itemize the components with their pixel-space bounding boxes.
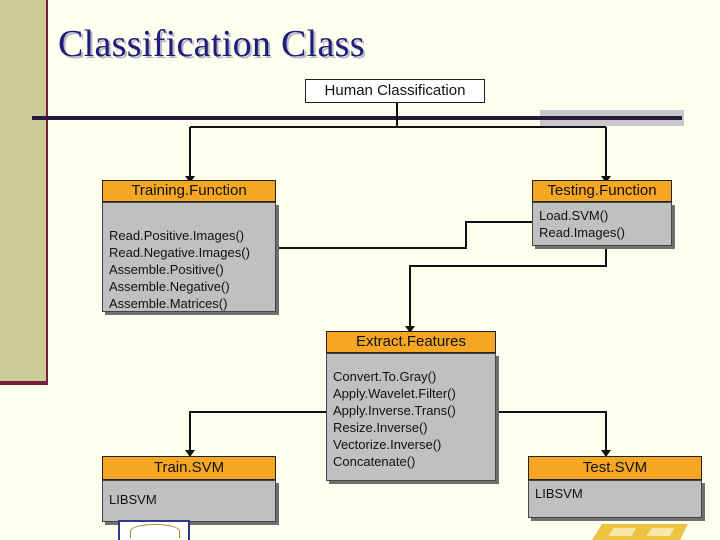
testing-function-node: Testing.Function Load.SVM() Read.Images(… — [532, 180, 672, 246]
method-line: LIBSVM — [109, 492, 157, 507]
node-body: Convert.To.Gray() Apply.Wavelet.Filter()… — [326, 353, 496, 481]
method-line: Assemble.Matrices() — [109, 296, 228, 311]
method-line: Assemble.Negative() — [109, 279, 230, 294]
link-extract-train — [189, 411, 326, 456]
department-logo — [592, 524, 688, 540]
seal-icon — [130, 524, 180, 538]
arrow-extract — [405, 326, 415, 333]
method-line: Apply.Wavelet.Filter() — [333, 386, 456, 401]
node-header: Training.Function — [102, 180, 276, 202]
node-body: LIBSVM — [528, 480, 702, 518]
title-rule — [32, 116, 682, 120]
node-header: Extract.Features — [326, 331, 496, 353]
node-body: Load.SVM() Read.Images() — [532, 202, 672, 246]
side-band — [0, 0, 46, 384]
method-line: Read.Negative.Images() — [109, 245, 250, 260]
arrow-train-svm — [185, 450, 195, 457]
method-line: Read.Images() — [539, 225, 625, 240]
extract-features-node: Extract.Features Convert.To.Gray() Apply… — [326, 331, 496, 481]
side-tick — [0, 381, 48, 385]
test-svm-node: Test.SVM LIBSVM — [528, 456, 702, 518]
root-node: Human Classification — [305, 79, 485, 103]
method-line: Assemble.Positive() — [109, 262, 224, 277]
train-svm-node: Train.SVM LIBSVM — [102, 456, 276, 522]
method-line: Read.Positive.Images() — [109, 228, 245, 243]
method-line: Resize.Inverse() — [333, 420, 428, 435]
slide-title: Classification Class — [58, 23, 365, 65]
node-body: LIBSVM — [102, 480, 276, 522]
node-body: Read.Positive.Images() Read.Negative.Ima… — [102, 202, 276, 312]
node-header: Testing.Function — [532, 180, 672, 202]
side-rule — [46, 0, 48, 384]
node-header: Test.SVM — [528, 456, 702, 480]
arrow-testing — [601, 176, 611, 183]
method-line: Concatenate() — [333, 454, 416, 469]
method-line: LIBSVM — [535, 486, 583, 501]
link-training-testing — [276, 221, 532, 249]
link-extract-test — [496, 411, 607, 456]
training-function-node: Training.Function Read.Positive.Images()… — [102, 180, 276, 312]
method-line: Load.SVM() — [539, 208, 609, 223]
university-seal-logo — [118, 520, 190, 540]
method-line: Apply.Inverse.Trans() — [333, 403, 456, 418]
method-line: Convert.To.Gray() — [333, 369, 437, 384]
link-testing-extract — [409, 246, 607, 332]
method-line: Vectorize.Inverse() — [333, 437, 442, 452]
arrow-training — [185, 176, 195, 183]
arrow-test-svm — [601, 450, 611, 457]
node-header: Train.SVM — [102, 456, 276, 480]
